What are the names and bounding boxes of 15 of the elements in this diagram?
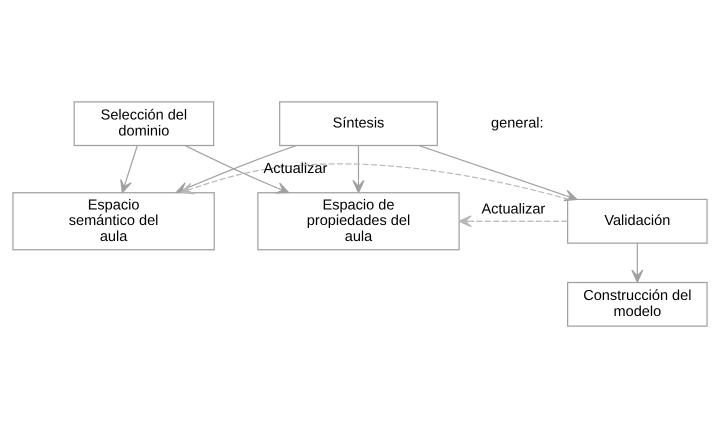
node-box: Selección del dominio: [74, 100, 214, 146]
arrow: [458, 214, 568, 227]
arrow: [418, 144, 578, 201]
node-box: Validación: [567, 198, 708, 244]
edge-label: Actualizar: [481, 201, 546, 218]
label: general:: [491, 114, 544, 131]
arrow: [631, 242, 644, 282]
edge-label: Actualizar: [264, 160, 328, 176]
node-box: Síntesis: [279, 100, 438, 146]
arrow: [352, 145, 365, 193]
arrow: [120, 144, 138, 193]
node-box: Espacio de propiedades del aula: [257, 192, 460, 250]
node-box: Construcción del modelo: [567, 281, 708, 326]
arrow: [180, 162, 569, 200]
node-box: Espacio semántico del aula: [12, 192, 215, 250]
